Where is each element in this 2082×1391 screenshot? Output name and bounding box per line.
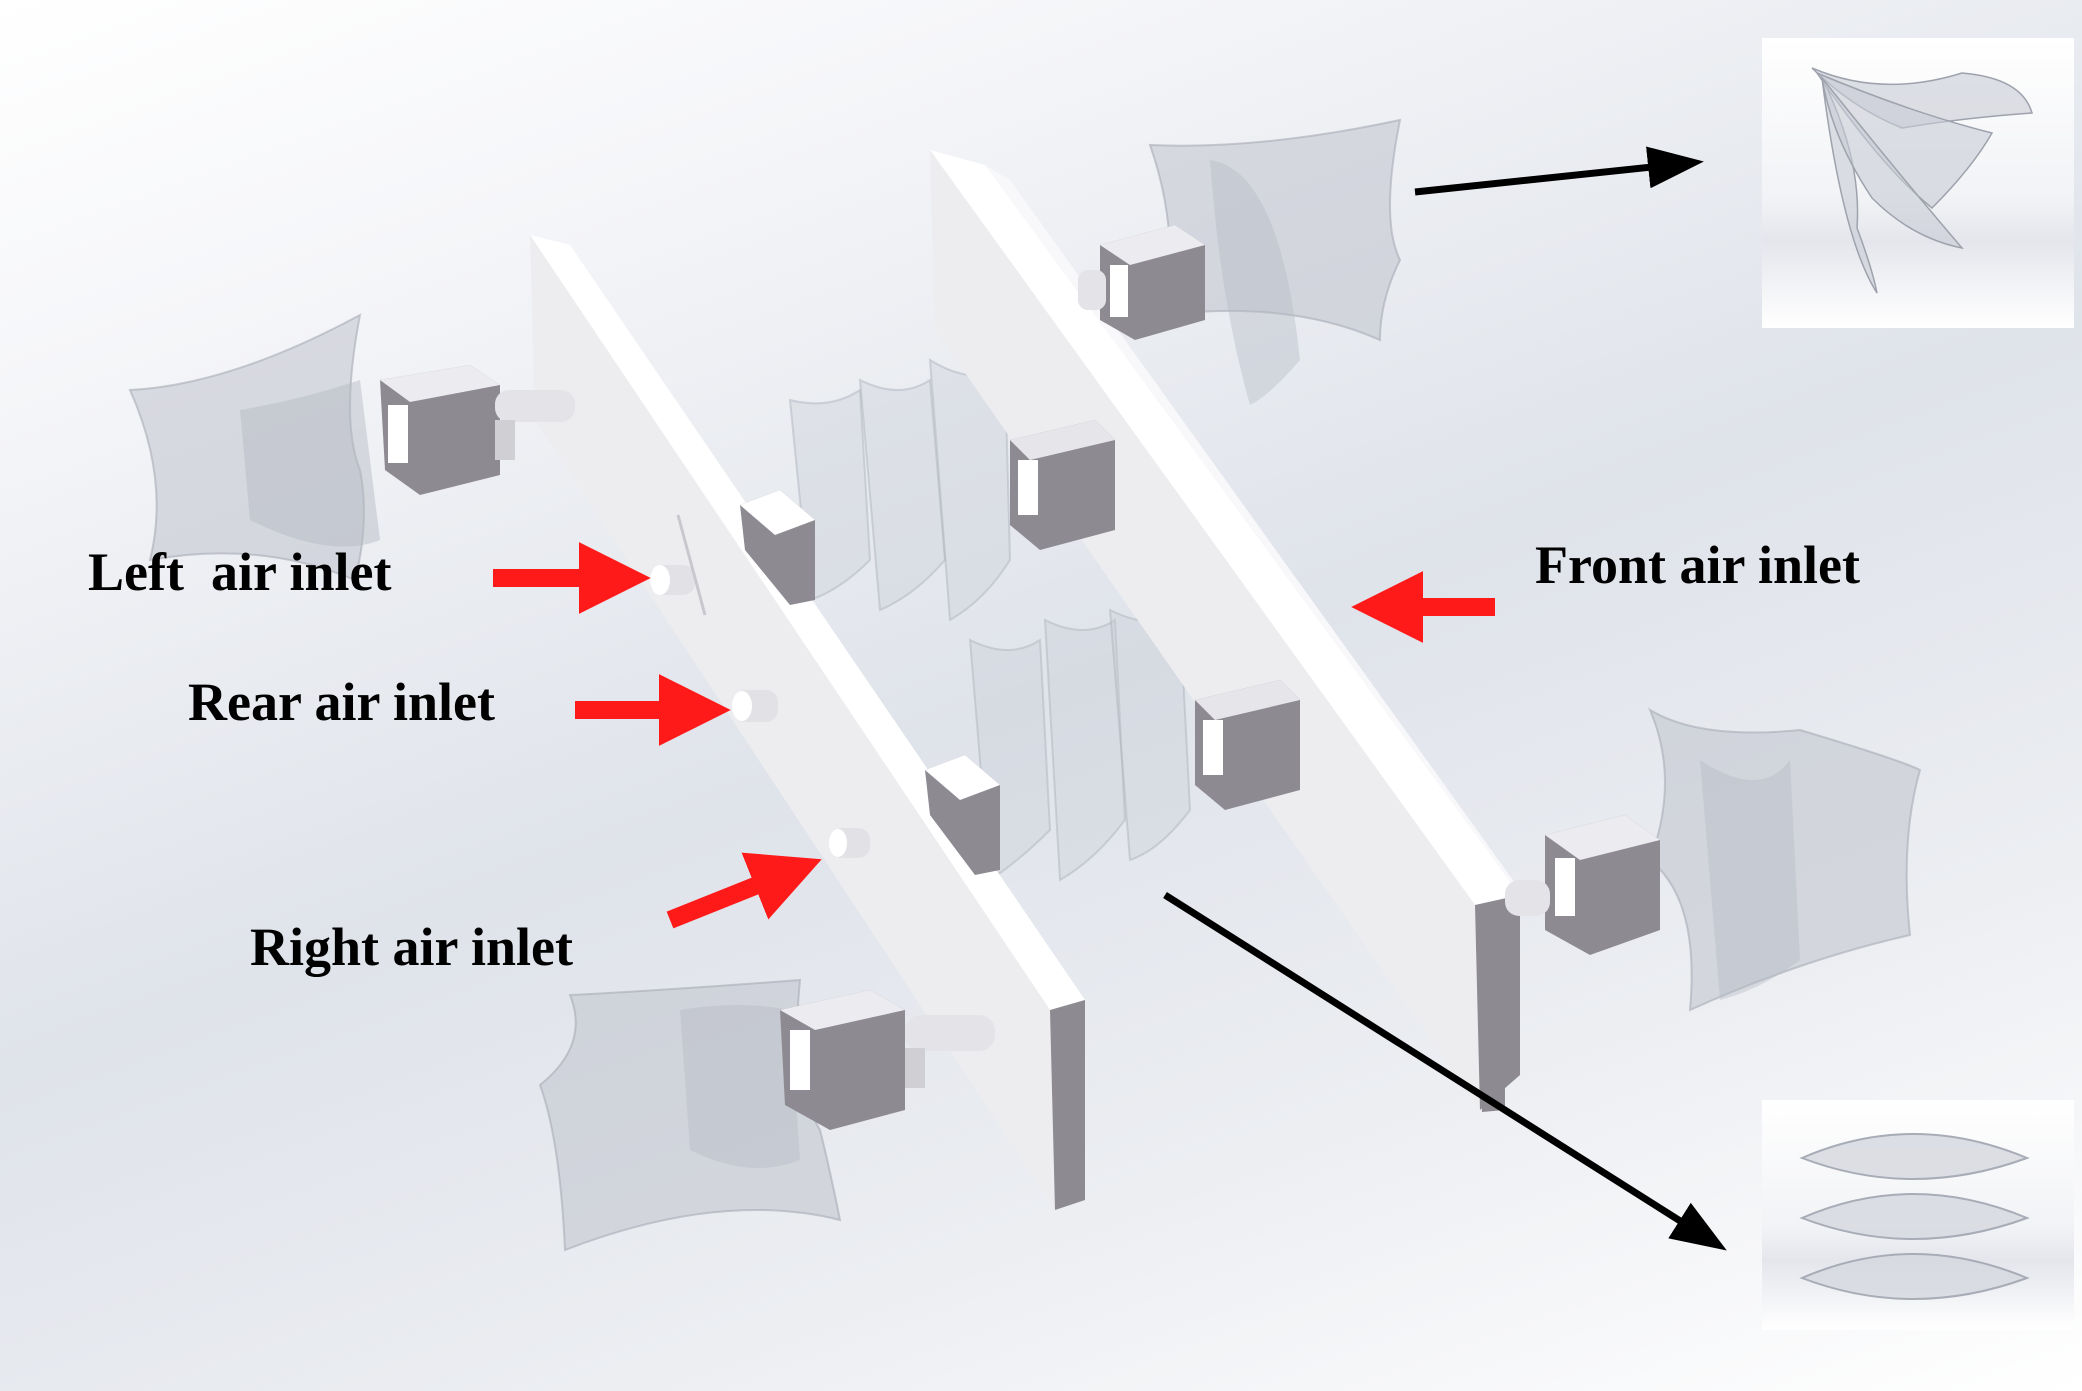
inflated-state-inset bbox=[1762, 1100, 2074, 1330]
top-right-soft-actuator bbox=[1078, 118, 1402, 405]
rear-inlet-nozzle bbox=[732, 690, 778, 722]
black-arrows bbox=[1163, 146, 1727, 1251]
lower-inset-arrow bbox=[1163, 892, 1727, 1251]
right-inlet-nozzle bbox=[829, 828, 870, 858]
lower-left-soft-actuator bbox=[538, 978, 995, 1252]
front-air-inlet-label: Front air inlet bbox=[1535, 535, 1860, 595]
rear-plate-blocks bbox=[740, 490, 1000, 875]
right-inlet-arrow bbox=[666, 852, 822, 929]
inlet-nozzles bbox=[650, 514, 870, 858]
bending-state-inset bbox=[1762, 38, 2074, 328]
front-plate bbox=[930, 150, 1520, 1112]
upper-left-soft-actuator bbox=[128, 313, 575, 582]
left-air-inlet-label: Left air inlet bbox=[88, 542, 392, 602]
front-plate-actuators bbox=[1010, 420, 1300, 810]
left-inlet-nozzle bbox=[650, 514, 707, 616]
rear-air-inlet-label: Rear air inlet bbox=[188, 672, 495, 732]
upper-inset-arrow bbox=[1414, 146, 1704, 196]
lower-right-soft-actuator bbox=[1505, 707, 1922, 1012]
bending-membrane-icon bbox=[1811, 67, 2033, 294]
center-membranes bbox=[788, 358, 1192, 882]
stacked-membrane-icon bbox=[1799, 1133, 2030, 1300]
red-arrows bbox=[493, 542, 1495, 929]
right-air-inlet-label: Right air inlet bbox=[250, 917, 573, 977]
